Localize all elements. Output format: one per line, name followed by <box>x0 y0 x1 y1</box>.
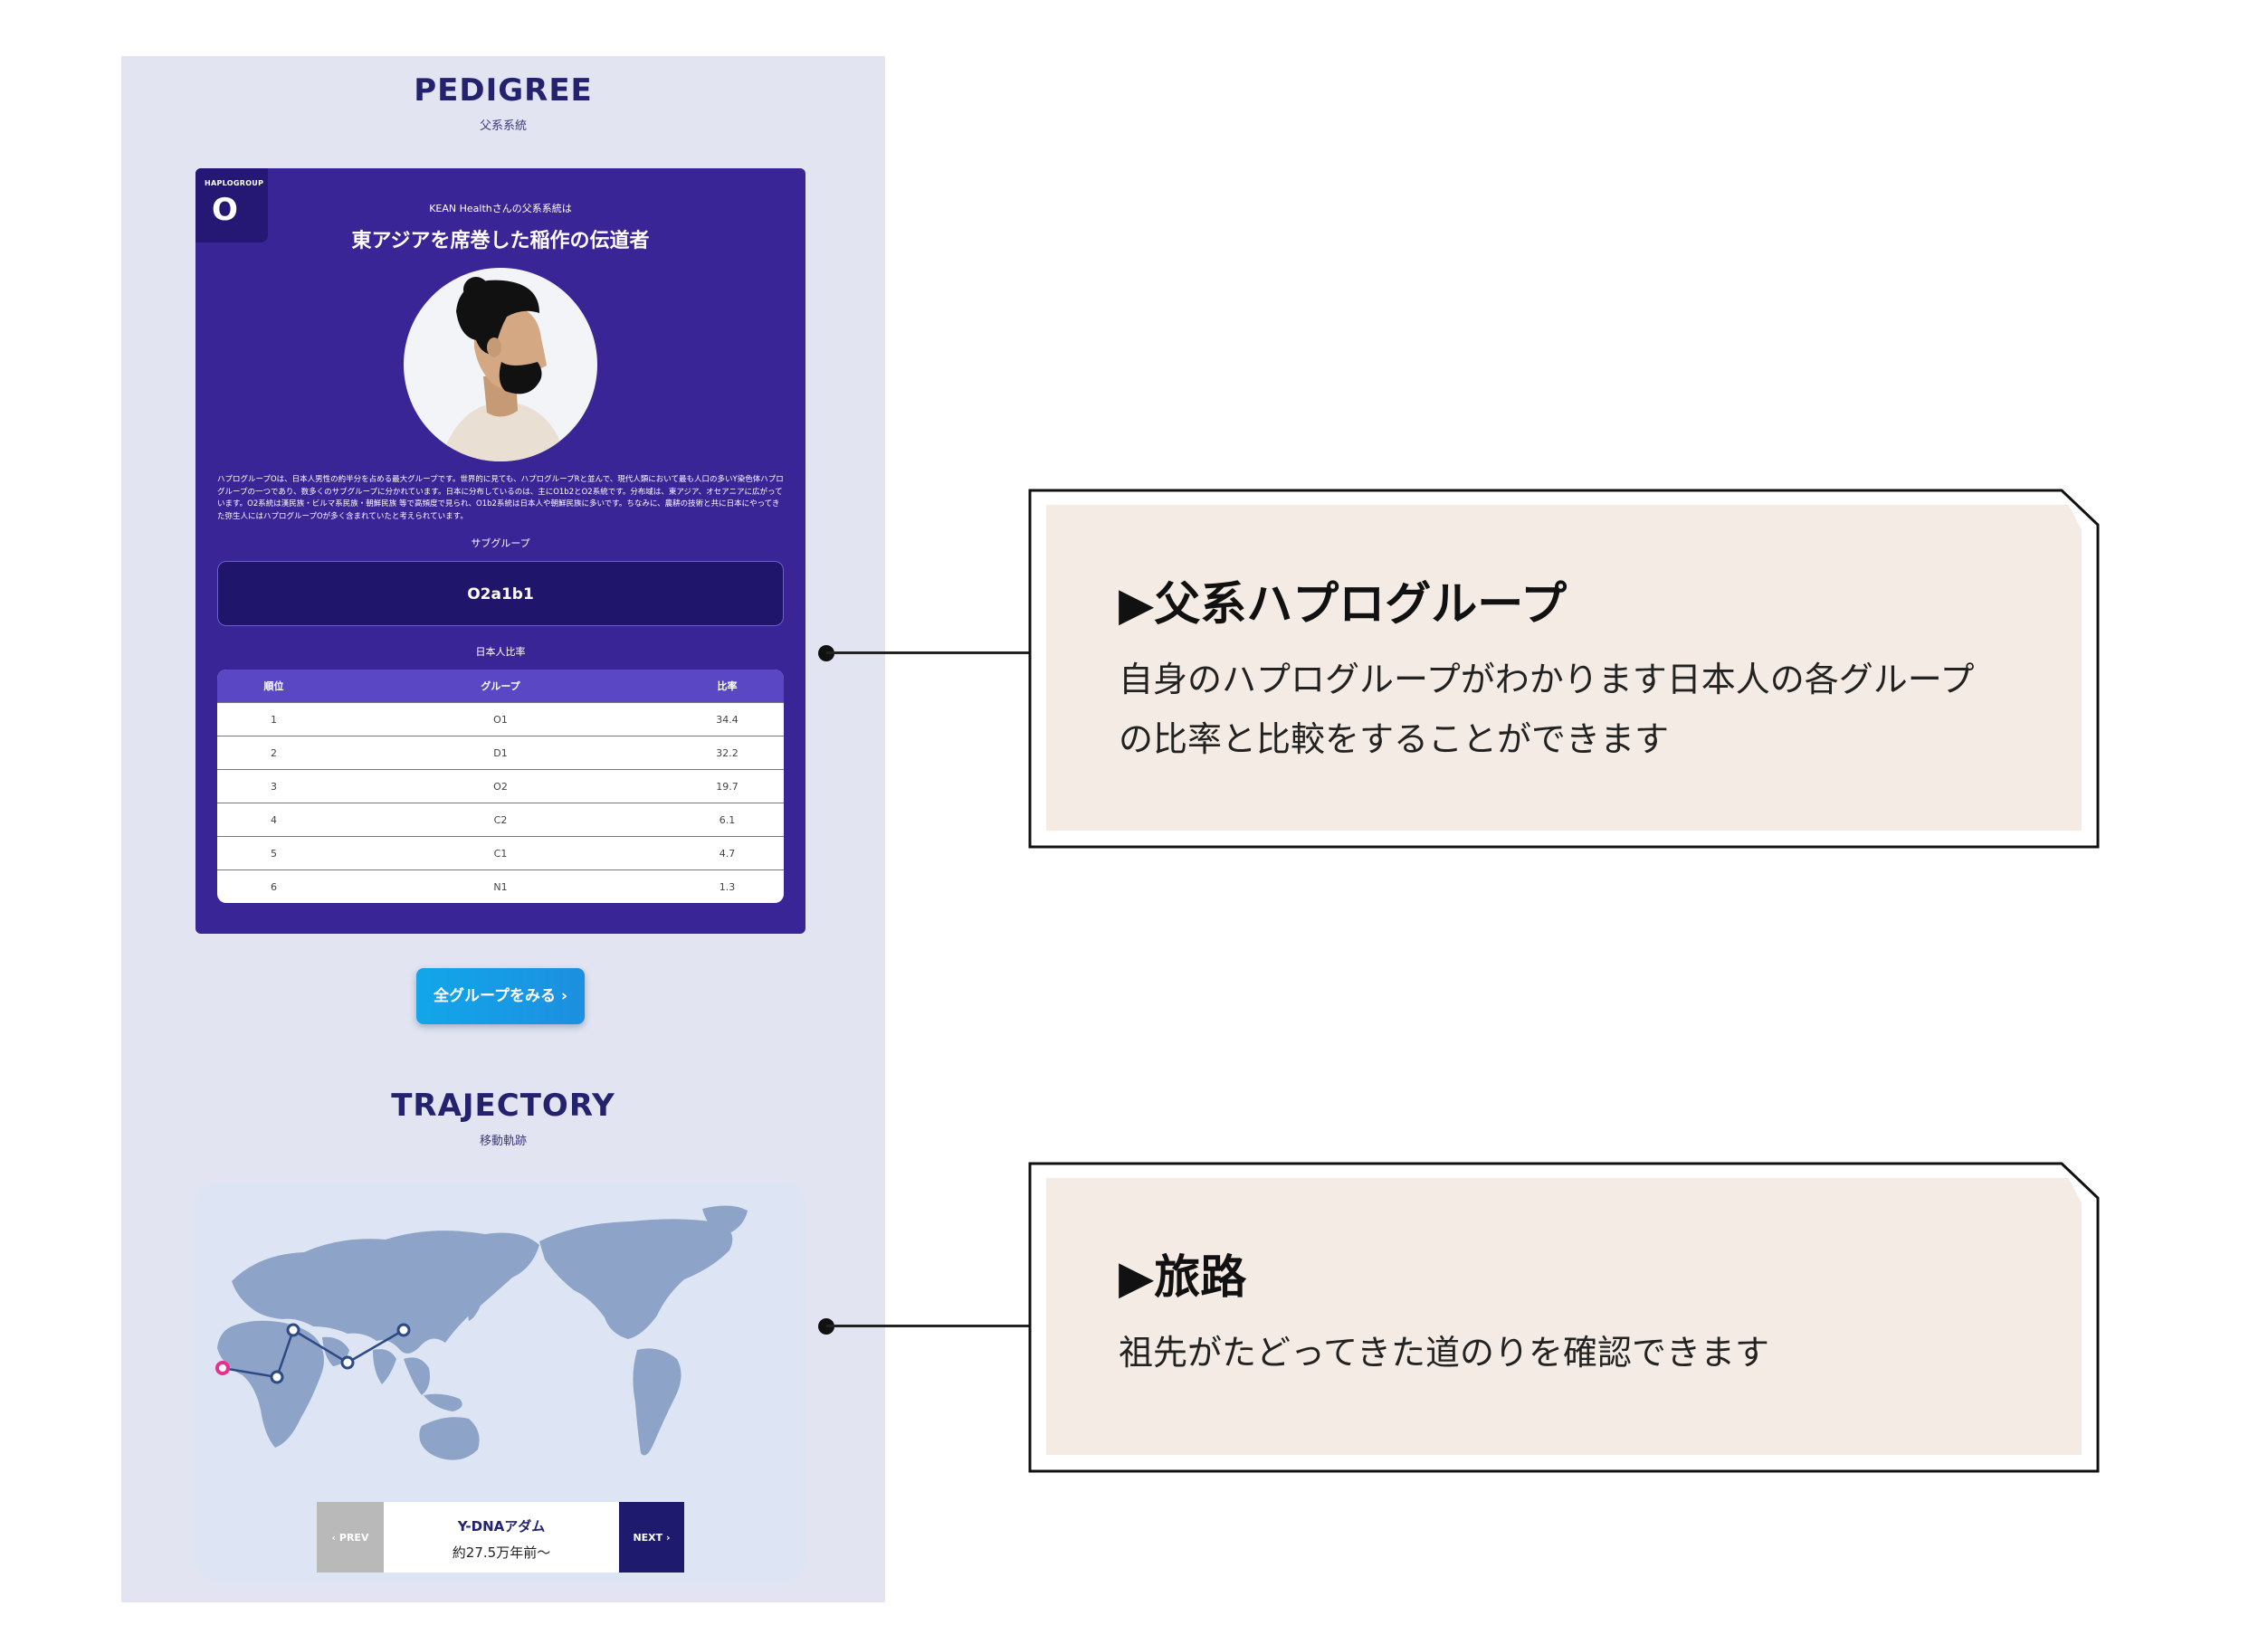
pedigree-title: PEDIGREE <box>414 72 593 109</box>
card-intro: KEAN Healthさんの父系系統は <box>429 203 572 214</box>
man-avatar-icon <box>404 268 597 461</box>
cell-rank: 5 <box>271 847 277 860</box>
haplogroup-card: HAPLOGROUP O KEAN Healthさんの父系系統は 東アジアを席巻… <box>195 168 805 934</box>
view-all-groups-button[interactable]: 全グループをみる › <box>416 968 585 1024</box>
cell-rank: 4 <box>271 813 277 826</box>
connector-line <box>826 651 1030 654</box>
cell-ratio: 6.1 <box>719 813 736 826</box>
cell-ratio: 32.2 <box>716 746 739 759</box>
next-button[interactable]: NEXT › <box>619 1502 684 1573</box>
pedigree-subtitle: 父系系統 <box>479 119 527 133</box>
table-row: 1 O1 34.4 <box>217 702 784 736</box>
ratio-label: 日本人比率 <box>475 646 526 658</box>
table-row: 4 C2 6.1 <box>217 803 784 836</box>
subgroup-label: サブグループ <box>471 537 530 549</box>
cell-rank: 1 <box>271 713 277 726</box>
table-row: 6 N1 1.3 <box>217 870 784 903</box>
cell-group: C2 <box>493 813 508 826</box>
callout-body-line-1: 自身のハプログループがわかります日本人の各グループ <box>1119 660 1975 699</box>
cell-rank: 2 <box>271 746 277 759</box>
app-screen: PEDIGREE 父系系統 HAPLOGROUP O KEAN Healthさん… <box>121 56 885 1602</box>
step-title: Y-DNAアダム <box>457 1518 546 1535</box>
trajectory-subtitle: 移動軌跡 <box>479 1135 527 1148</box>
cell-rank: 6 <box>271 880 277 893</box>
callout-journey: ▶旅路 祖先がたどってきた道のりを確認できます <box>1028 1162 2100 1475</box>
table-row: 2 D1 32.2 <box>217 736 784 769</box>
subgroup-value: O2a1b1 <box>217 561 784 626</box>
cell-group: C1 <box>493 847 508 860</box>
card-headline: 東アジアを席巻した稲作の伝道者 <box>351 230 650 252</box>
callout-body-line-1: 祖先がたどってきた道のりを確認できます <box>1119 1333 1769 1373</box>
header-rank: 順位 <box>263 680 284 692</box>
table-row: 3 O2 19.7 <box>217 769 784 803</box>
callout-body-line-2: の比率と比較をすることができます <box>1119 719 1670 759</box>
step-time: 約27.5万年前〜 <box>452 1544 551 1561</box>
world-map-icon <box>215 1205 748 1460</box>
trajectory-title: TRAJECTORY <box>391 1088 615 1124</box>
cell-group: O2 <box>493 780 508 793</box>
trajectory-step: Y-DNAアダム 約27.5万年前〜 <box>384 1502 619 1573</box>
table-header: 順位 グループ 比率 <box>217 670 784 702</box>
callout-heading: ▶旅路 <box>1119 1251 1247 1305</box>
haplogroup-badge: HAPLOGROUP O <box>195 168 268 242</box>
cell-group: D1 <box>493 746 508 759</box>
cell-ratio: 1.3 <box>719 880 736 893</box>
cell-ratio: 34.4 <box>716 713 739 726</box>
header-ratio: 比率 <box>717 680 738 692</box>
cell-ratio: 4.7 <box>719 847 736 860</box>
cell-ratio: 19.7 <box>716 780 739 793</box>
callout-paternal-haplogroup: ▶父系ハプログループ 自身のハプログループがわかります日本人の各グループ の比率… <box>1028 489 2100 851</box>
connector-line <box>826 1325 1030 1327</box>
haplogroup-badge-value: O <box>212 192 238 228</box>
cell-group: N1 <box>493 880 508 893</box>
cell-rank: 3 <box>271 780 277 793</box>
header-group: グループ <box>481 680 520 692</box>
ratio-table: 順位 グループ 比率 1 O1 34.4 2 D1 32.2 3 O2 19.7… <box>217 670 784 903</box>
cell-group: O1 <box>493 713 508 726</box>
callout-heading: ▶父系ハプログループ <box>1119 578 1568 632</box>
migration-map: ‹ PREV Y-DNAアダム 約27.5万年前〜 NEXT › <box>195 1182 805 1582</box>
table-row: 5 C1 4.7 <box>217 836 784 870</box>
trajectory-nav: ‹ PREV Y-DNAアダム 約27.5万年前〜 NEXT › <box>317 1502 684 1573</box>
prev-button[interactable]: ‹ PREV <box>317 1502 384 1573</box>
haplogroup-badge-label: HAPLOGROUP <box>205 179 264 187</box>
haplogroup-description: ハプログループOは、日本人男性の約半分を占める最大グループです。世界的に見ても、… <box>217 475 784 521</box>
